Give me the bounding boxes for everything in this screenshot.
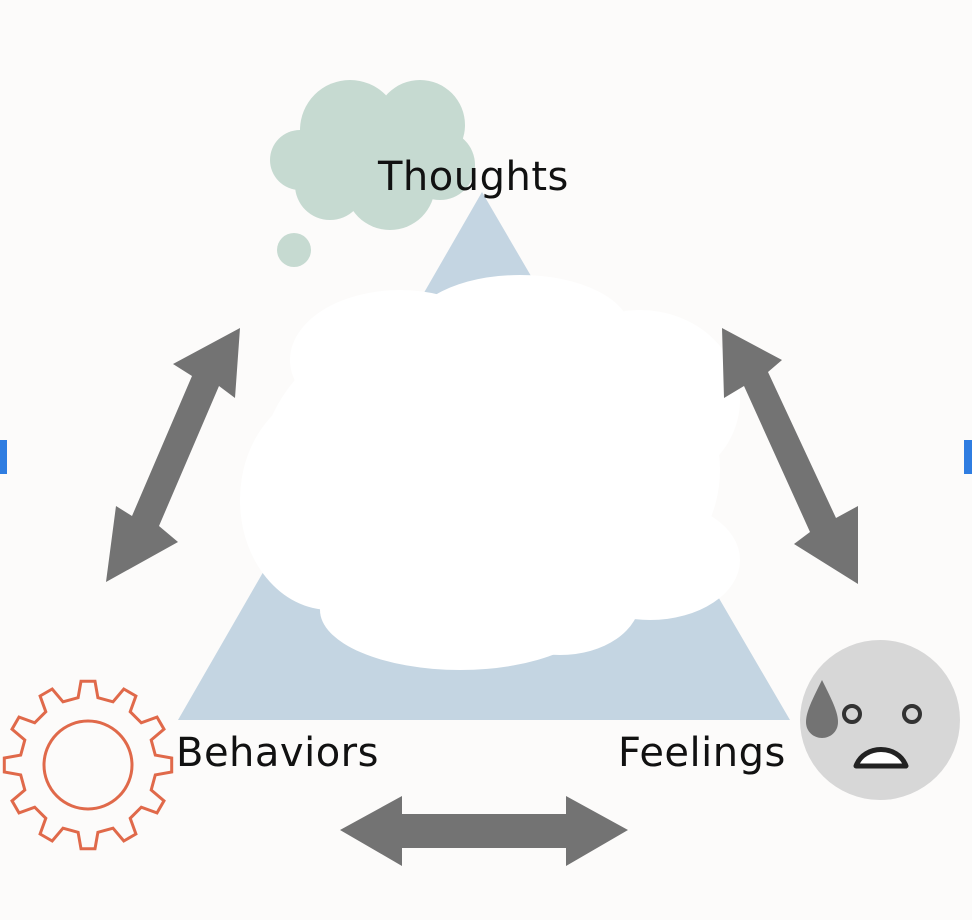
thought-cloud-icon <box>270 80 475 267</box>
center-cloud-overlay <box>240 275 740 670</box>
arrow-behaviors-feelings <box>340 796 628 866</box>
feelings-label: Feelings <box>618 730 786 776</box>
left-eye <box>842 704 862 724</box>
gear-icon <box>2 679 174 851</box>
right-edge-marker <box>964 440 972 474</box>
sad-face-icon <box>800 640 960 800</box>
left-edge-marker <box>0 440 7 474</box>
right-eye <box>902 704 922 724</box>
thoughts-label: Thoughts <box>377 154 569 200</box>
arrow-thoughts-feelings <box>722 328 858 584</box>
arrow-thoughts-behaviors <box>106 328 240 582</box>
behaviors-label: Behaviors <box>176 730 379 776</box>
frown-mouth <box>853 747 909 769</box>
sweat-drop-icon <box>806 680 838 738</box>
